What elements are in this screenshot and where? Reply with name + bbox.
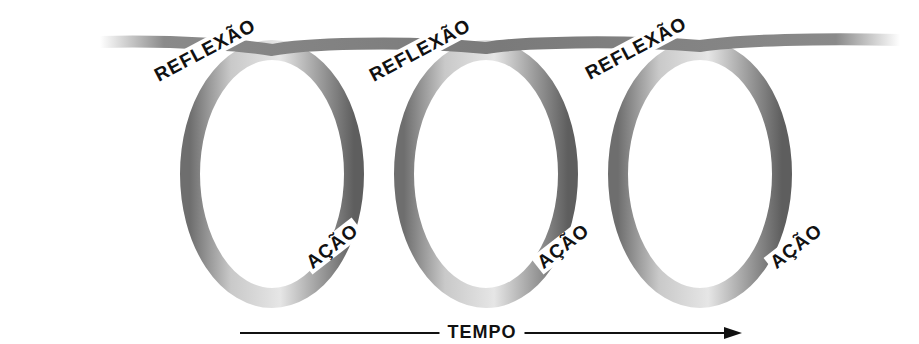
axis-label: TEMPO [439, 322, 524, 342]
arrow-head [724, 327, 742, 339]
ribbon-loop [618, 50, 782, 298]
ribbon-loops [190, 50, 782, 298]
